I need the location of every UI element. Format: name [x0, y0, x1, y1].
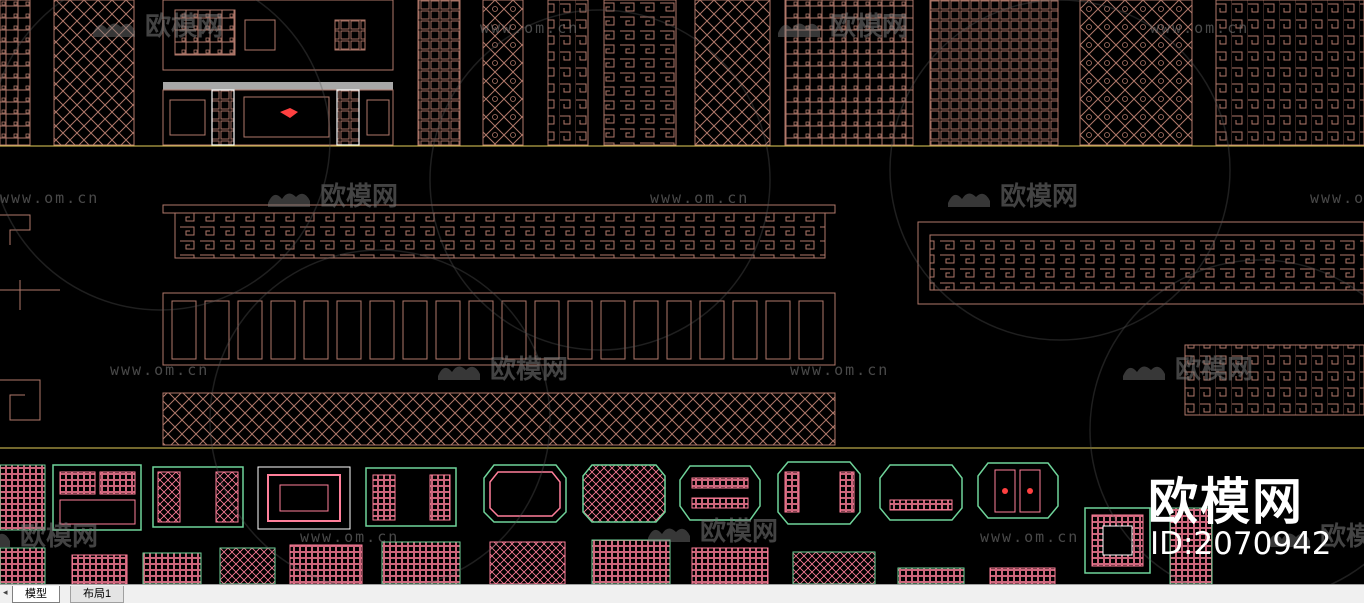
watermark-sofa-icon [1123, 366, 1165, 380]
watermark-sofa-icon [268, 193, 310, 207]
watermark-brand: 欧模网 [830, 11, 908, 42]
watermark-brand: 欧模网 [320, 181, 398, 212]
watermark-sofa-icon [438, 366, 480, 380]
slat [369, 300, 395, 360]
slat [468, 300, 494, 360]
slat [204, 300, 230, 360]
tab-model[interactable]: 模型 [12, 586, 60, 603]
watermark-url: www.om.cn [980, 528, 1079, 546]
slat [600, 300, 626, 360]
watermark-url: www.om.cn [480, 19, 579, 37]
slat [765, 300, 791, 360]
watermark-brand: 欧模网 [1000, 181, 1078, 212]
cad-model-space[interactable]: 欧模网欧模网欧模网欧模网欧模网欧模网欧模网欧模网欧模网www.om.cnwww.… [0, 0, 1364, 584]
watermark-url: www.om.cn [650, 189, 749, 207]
watermark-url: www.om.cn [1150, 19, 1249, 37]
watermark-url: www.om.cn [110, 361, 209, 379]
slat [732, 300, 758, 360]
slat [270, 300, 296, 360]
watermark-circle [1089, 259, 1364, 584]
layout-tab-bar: ◂ 模型 布局1 [0, 584, 1364, 603]
slat [699, 300, 725, 360]
bottom-element-row [0, 461, 1213, 584]
brand-overlay-logo: 欧模网 [1148, 473, 1304, 531]
watermark-circle [209, 249, 551, 584]
slat [336, 300, 362, 360]
slat [666, 300, 692, 360]
watermark-brand: 欧模网 [490, 354, 568, 385]
slat [567, 300, 593, 360]
watermark-brand: 欧模网 [700, 516, 778, 547]
watermark-brand: 欧模网 [20, 521, 98, 552]
slat [534, 300, 560, 360]
slat-group [171, 300, 824, 360]
slat [171, 300, 197, 360]
slat [402, 300, 428, 360]
watermark-sofa-icon [0, 533, 10, 547]
watermark-brand: 欧模网 [1175, 354, 1253, 385]
slat [501, 300, 527, 360]
watermark-brand: 欧模网 [1320, 521, 1364, 552]
slat [633, 300, 659, 360]
top-panel-row [0, 0, 1364, 147]
watermark-circle [0, 0, 331, 311]
watermark-sofa-icon [1268, 533, 1310, 547]
watermark-sofa-icon [948, 193, 990, 207]
slat [237, 300, 263, 360]
slat [303, 300, 329, 360]
watermark-brand: 欧模网 [145, 11, 223, 42]
slat [798, 300, 824, 360]
watermark-circle [889, 0, 1231, 341]
tab-layout1[interactable]: 布局1 [70, 586, 125, 603]
slat [435, 300, 461, 360]
middle-frieze-section [0, 204, 1364, 449]
watermark-url: www.om.cn [1310, 189, 1364, 207]
watermark-layer: 欧模网欧模网欧模网欧模网欧模网欧模网欧模网欧模网欧模网www.om.cnwww.… [0, 0, 1364, 584]
watermark-sofa-icon [778, 23, 820, 37]
watermark-url: www.om.cn [790, 361, 889, 379]
tab-scroll-left-icon[interactable]: ◂ [3, 587, 8, 597]
cad-drawing[interactable]: 欧模网欧模网欧模网欧模网欧模网欧模网欧模网欧模网欧模网www.om.cnwww.… [0, 0, 1364, 584]
watermark-sofa-icon [648, 528, 690, 542]
watermark-url: www.om.cn [300, 528, 399, 546]
watermark-sofa-icon [93, 23, 135, 37]
model-id-label: ID:2070942 [1150, 526, 1332, 562]
watermark-url: www.om.cn [0, 189, 99, 207]
watermark-circle [429, 9, 771, 351]
